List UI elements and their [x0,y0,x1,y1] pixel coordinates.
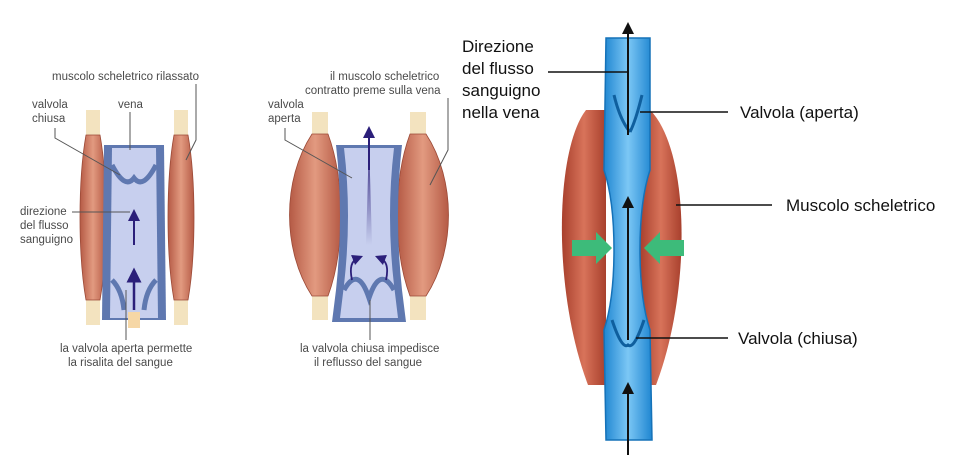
label-flow-2: del flusso [20,220,69,232]
panel-relaxed: muscolo scheletrico rilassato valvola ch… [20,71,199,369]
label-valve-open: Valvola (aperta) [740,103,859,122]
pressure-arrow-left [572,232,612,264]
muscle-left-contracted [289,112,342,320]
caption-contracted-2: il reflusso del sangue [314,357,422,369]
label-flow-3: sanguigno [20,234,73,246]
pressure-arrow-right [644,232,684,264]
label-flow-direction-2: del flusso [462,59,534,78]
label-vein: vena [118,99,144,111]
label-flow-direction-3: sanguigno [462,81,540,100]
label-flow-1: direzione [20,206,67,218]
label-muscle-contracted-2: contratto preme sulla vena [305,85,441,97]
panel-right: Direzione del flusso sanguigno nella ven… [462,22,935,455]
muscle-right-relaxed [167,110,195,325]
muscle-left-relaxed [79,110,107,325]
caption-relaxed-1: la valvola aperta permette [60,343,192,355]
caption-relaxed-2: la risalita del sangue [68,357,173,369]
label-valve-open-2: aperta [268,113,301,125]
label-valve-closed: Valvola (chiusa) [738,329,858,348]
label-muscle-relaxed: muscolo scheletrico rilassato [52,71,199,83]
vein-relaxed [102,145,166,328]
vein-contracted [332,126,406,322]
label-muscle-contracted-1: il muscolo scheletrico [330,71,439,83]
label-valve-closed-2: chiusa [32,113,66,125]
panel-contracted: il muscolo scheletrico contratto preme s… [268,71,449,369]
label-valve-open-1: valvola [268,99,304,111]
muscle-right-contracted [396,112,449,320]
label-valve-closed-1: valvola [32,99,68,111]
label-skeletal-muscle: Muscolo scheletrico [786,196,935,215]
caption-contracted-1: la valvola chiusa impedisce [300,343,439,355]
label-flow-direction-1: Direzione [462,37,534,56]
label-flow-direction-4: nella vena [462,103,540,122]
